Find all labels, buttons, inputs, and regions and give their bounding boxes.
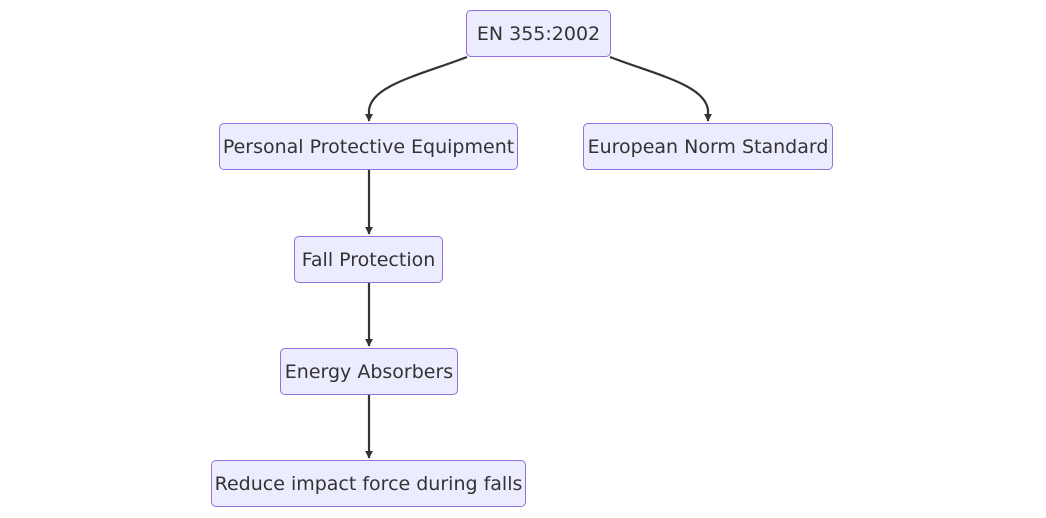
node-label: Fall Protection [301, 248, 436, 271]
edge-root-to-ppe [365, 55, 468, 122]
node-en-355-2002[interactable]: EN 355:2002 [466, 10, 611, 57]
node-fall-protection[interactable]: Fall Protection [294, 236, 443, 283]
node-energy-absorbers[interactable]: Energy Absorbers [280, 348, 458, 395]
node-label: Personal Protective Equipment [222, 135, 515, 158]
node-european-norm-standard[interactable]: European Norm Standard [583, 123, 833, 170]
node-label: European Norm Standard [587, 135, 829, 158]
edge-root-to-european-norm [609, 55, 712, 122]
node-label: Energy Absorbers [284, 360, 454, 383]
node-reduce-impact-force[interactable]: Reduce impact force during falls [211, 460, 526, 507]
node-personal-protective-equipment[interactable]: Personal Protective Equipment [219, 123, 518, 170]
node-label: Reduce impact force during falls [214, 472, 523, 495]
node-label: EN 355:2002 [476, 22, 601, 45]
